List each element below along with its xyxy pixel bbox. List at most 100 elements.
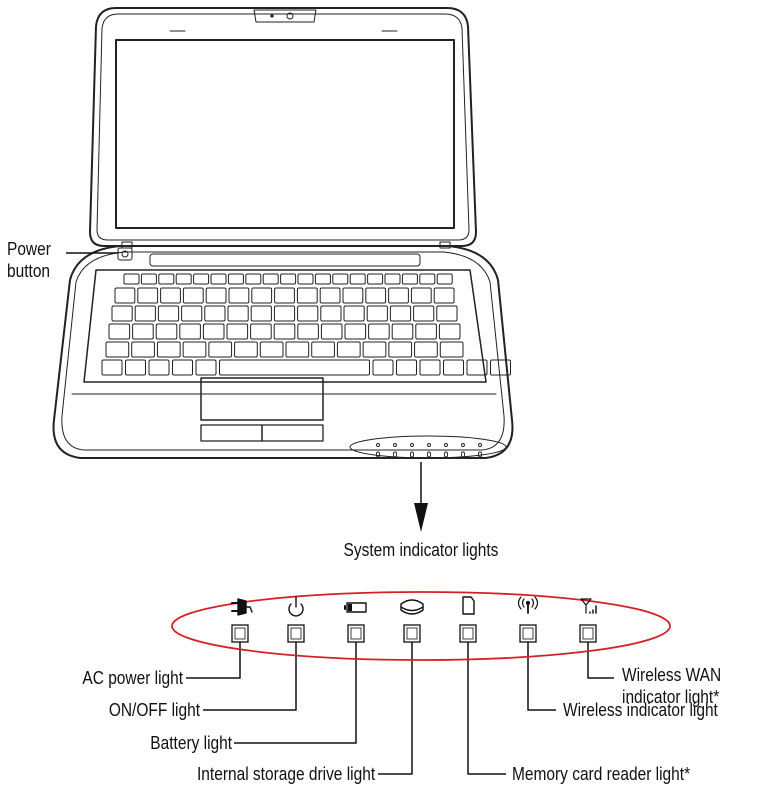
keyboard-key <box>227 305 249 322</box>
keyboard-key <box>372 359 394 376</box>
keyboard-key <box>111 305 133 322</box>
battery-icon <box>344 602 367 613</box>
keyboard-key <box>414 341 438 358</box>
power-button-label-line1: Power <box>7 239 51 259</box>
keyboard-key <box>105 341 130 358</box>
keyboard-key <box>280 273 297 285</box>
arrow-head <box>414 503 428 532</box>
keyboard-key <box>208 341 233 358</box>
keyboard-key <box>273 323 296 340</box>
keyboard-key <box>195 359 217 376</box>
keyboard-key <box>296 287 318 304</box>
wireless-leader <box>527 642 556 711</box>
wireless-wan-light-lens <box>582 627 594 640</box>
keyboard-key <box>132 323 154 340</box>
wireless-light-lens <box>522 627 534 640</box>
keyboard-key <box>160 287 181 304</box>
memory-card-reader-light-lens <box>462 627 474 640</box>
keyboard-key <box>157 305 180 322</box>
wireless-wan-label-line1: Wireless WAN <box>622 665 722 685</box>
keyboard-key <box>250 305 272 322</box>
keyboard-key <box>251 287 273 304</box>
base-indicator-led <box>376 451 380 458</box>
keyboard-key <box>193 273 210 285</box>
keyboard-key <box>101 359 123 376</box>
system-indicator-lights-label: System indicator lights <box>343 540 499 560</box>
keyboard-key <box>410 287 432 304</box>
keyboard-key <box>320 305 342 322</box>
base-indicator-icon <box>461 443 465 447</box>
keyboard-key <box>179 323 201 340</box>
keyboard-key <box>250 323 272 340</box>
keyboard-key <box>466 359 488 376</box>
keyboard-key <box>344 323 367 340</box>
base-indicator-row <box>376 443 482 458</box>
keyboard-key <box>202 323 225 340</box>
keyboard-key <box>436 273 453 285</box>
keyboard-key <box>391 323 414 340</box>
base-indicator-led <box>393 451 397 458</box>
laptop-lid <box>89 7 477 247</box>
keyboard-key <box>297 273 314 285</box>
keyboard-key <box>401 273 418 285</box>
keyboard-key <box>439 341 464 358</box>
keyboard-key <box>140 273 157 285</box>
wireless-wan-label-line2: indicator light* <box>622 687 720 707</box>
on-off-light-lens <box>290 627 302 640</box>
keyboard-key <box>227 273 244 285</box>
keyboard-key <box>245 273 262 285</box>
keyboard-key <box>320 323 343 340</box>
keyboard-key <box>362 341 387 358</box>
spacebar-key <box>219 359 370 376</box>
keyboard-key <box>210 273 227 285</box>
base-indicator-icon <box>427 443 431 447</box>
power-button-label: Power button <box>7 238 51 282</box>
wireless-icon <box>517 596 539 614</box>
keyboard-key <box>419 359 441 376</box>
keyboard-key <box>297 323 319 340</box>
keyboard-key <box>205 287 227 304</box>
keyboard-key <box>125 359 146 376</box>
keyboard-key <box>365 287 387 304</box>
base-indicator-led <box>461 451 465 458</box>
ac-power-light-lens <box>234 627 246 640</box>
keyboard-key <box>131 341 155 358</box>
base-indicator-icon <box>478 443 482 447</box>
memory-card-icon <box>462 596 475 615</box>
on-off-leader <box>203 642 297 711</box>
battery-light-lens <box>350 627 362 640</box>
keyboard-key <box>433 287 455 304</box>
internal-storage-drive-light-label: Internal storage drive light <box>196 764 375 784</box>
base-indicator-led <box>444 451 448 458</box>
keyboard-key <box>368 323 390 340</box>
keyboard-key <box>367 273 384 285</box>
keyboard <box>101 273 511 376</box>
keyboard-key <box>332 273 349 285</box>
keyboard-key <box>274 287 295 304</box>
keyboard-key <box>419 273 436 285</box>
battery-light-label: Battery light <box>150 733 232 753</box>
keyboard-key <box>134 305 156 322</box>
indicator-highlight-ellipse <box>171 591 671 661</box>
keyboard-key <box>311 341 335 358</box>
base-indicator-icon <box>393 443 397 447</box>
power-icon <box>288 596 304 617</box>
keyboard-key <box>259 341 284 358</box>
base-indicator-icon <box>410 443 414 447</box>
keyboard-key <box>297 305 319 322</box>
keyboard-key <box>438 323 461 340</box>
keyboard-key <box>319 287 341 304</box>
base-indicator-icon <box>444 443 448 447</box>
keyboard-key <box>234 341 258 358</box>
keyboard-key <box>148 359 170 376</box>
keyboard-key <box>384 273 401 285</box>
keyboard-key <box>114 287 136 304</box>
ac-power-light-label: AC power light <box>82 668 183 688</box>
keyboard-key <box>156 341 181 358</box>
keyboard-key <box>415 323 437 340</box>
ac-power-icon <box>231 598 253 616</box>
storage-drive-light-lens <box>406 627 418 640</box>
indicator-boxes <box>231 624 597 643</box>
keyboard-key <box>204 305 226 322</box>
wireless-indicator-light-label: Wireless indicator light <box>563 700 718 720</box>
